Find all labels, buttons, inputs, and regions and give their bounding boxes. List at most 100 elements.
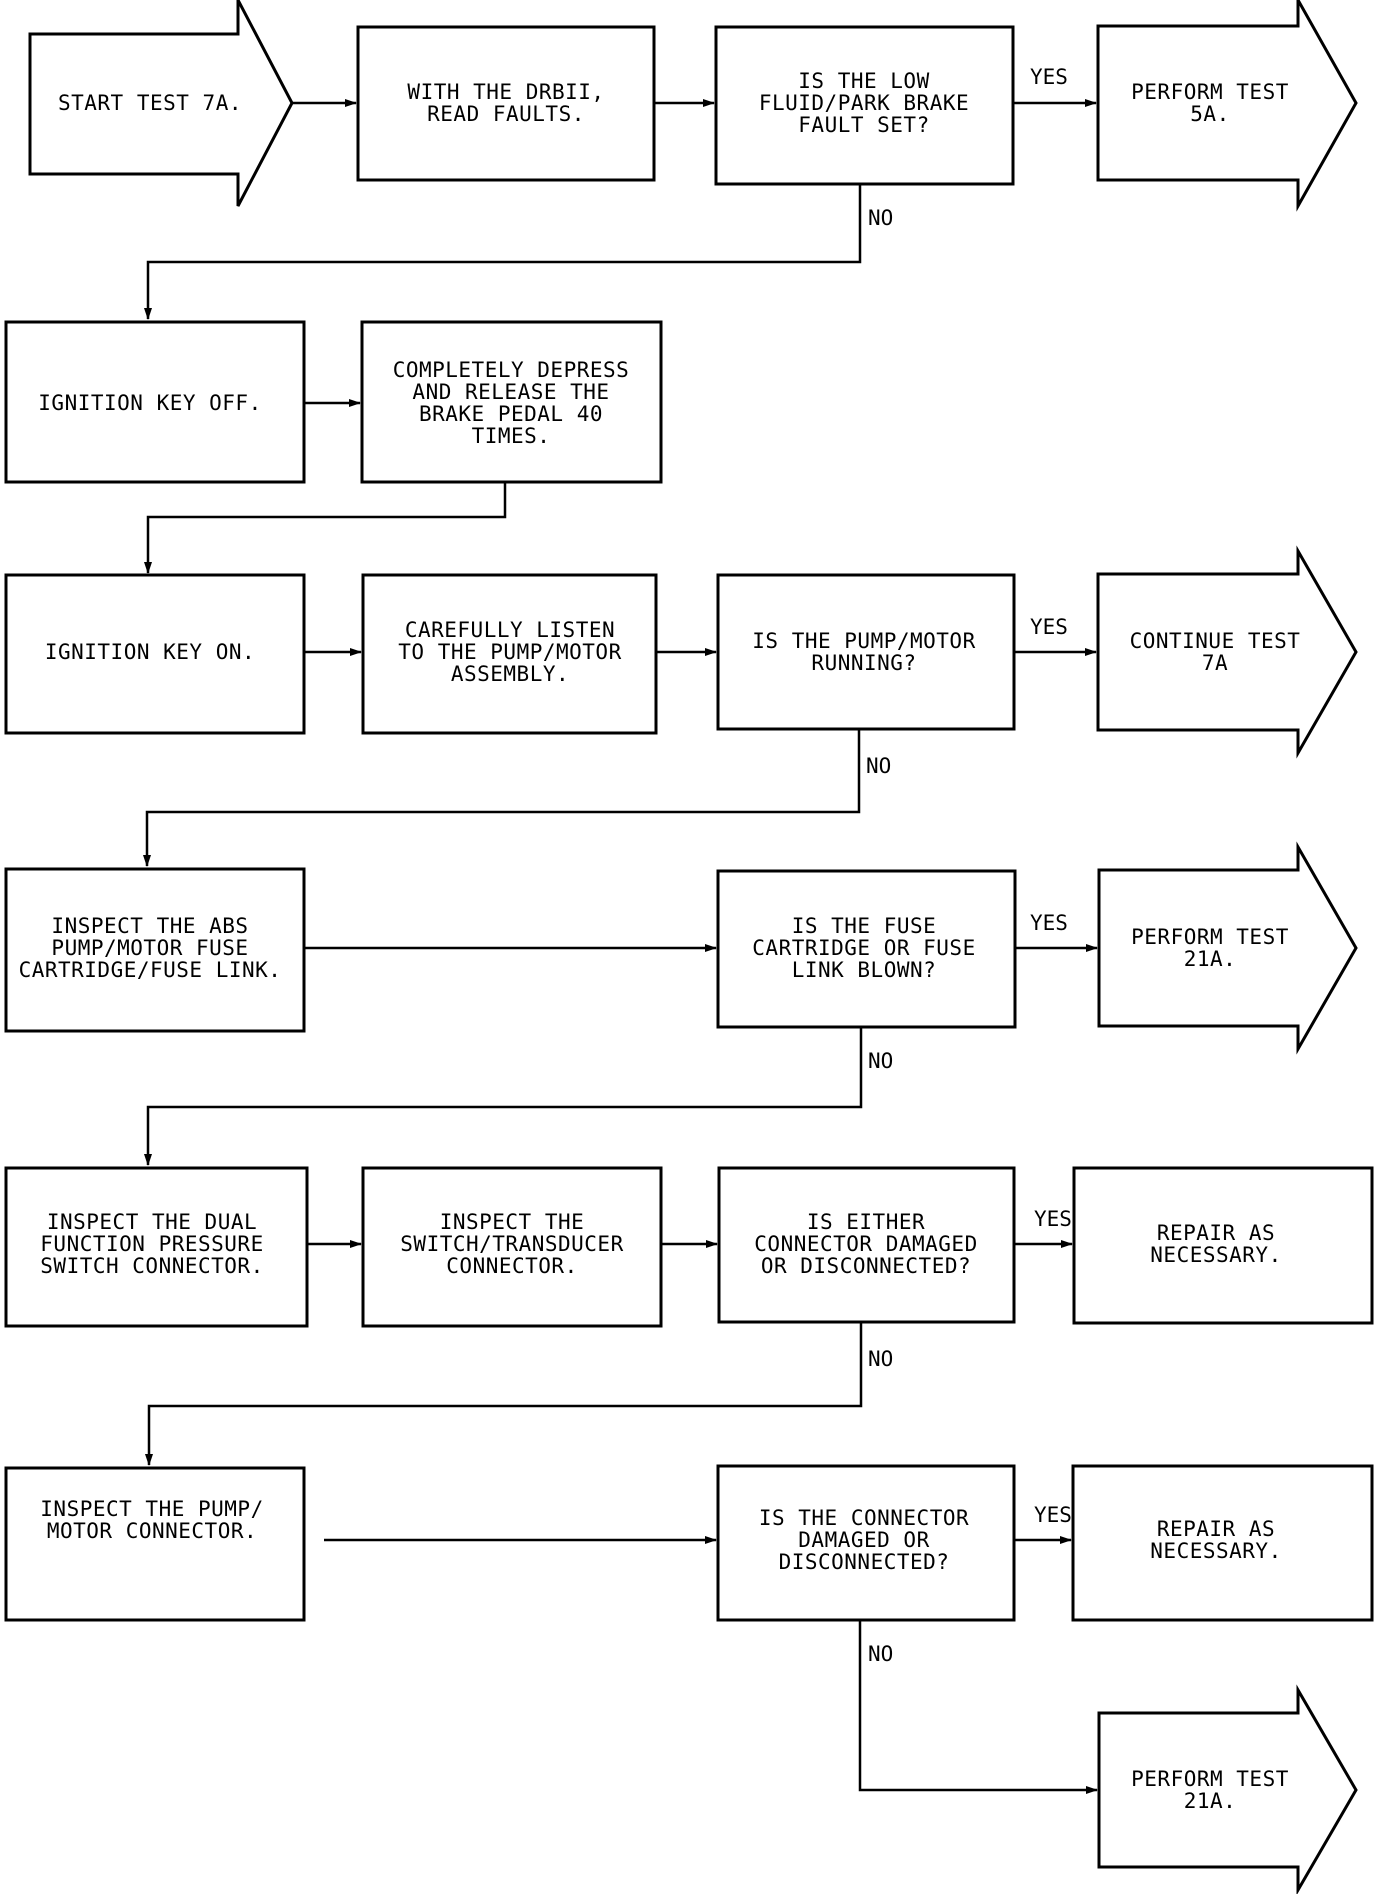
yes-label: YES — [1030, 911, 1068, 935]
node-text-line: IS THE PUMP/MOTOR — [752, 629, 975, 653]
node-text-line: LINK BLOWN? — [792, 958, 937, 982]
node-text-line: READ FAULTS. — [427, 102, 585, 126]
yes-label: YES — [1030, 615, 1068, 639]
inspect-pump-connector-box: INSPECT THE PUMP/MOTOR CONNECTOR. — [4, 1466, 306, 1622]
node-text-line: TIMES. — [472, 424, 551, 448]
arrow-either-no — [145, 1322, 863, 1466]
node-text-line: INSPECT THE DUAL — [47, 1210, 257, 1234]
node-text: IGNITION KEY ON. — [45, 640, 255, 664]
node-text-line: WITH THE DRBII, — [407, 80, 604, 104]
node-text-line: OR DISCONNECTED? — [761, 1254, 971, 1278]
node-text-line: SWITCH/TRANSDUCER — [400, 1232, 623, 1256]
yes-label: YES — [1030, 65, 1068, 89]
arrow-lowfluid-no — [144, 184, 862, 320]
node-text-line: INSPECT THE — [440, 1210, 585, 1234]
no-label: NO — [868, 1642, 893, 1666]
arrow-running-no — [143, 729, 861, 867]
no-label: NO — [868, 1049, 893, 1073]
node-text-line: DISCONNECTED? — [779, 1550, 950, 1574]
node-text-line: ASSEMBLY. — [451, 662, 569, 686]
node-text-line: PUMP/MOTOR FUSE — [51, 936, 248, 960]
node-text-line: RUNNING? — [811, 651, 916, 675]
node-text-line: PERFORM TEST — [1131, 1767, 1289, 1791]
node-text-line: IGNITION KEY ON. — [45, 640, 255, 664]
node-text-line: CONNECTOR. — [446, 1254, 577, 1278]
node-text: IGNITION KEY OFF. — [38, 391, 261, 415]
arrow-depress-to-keyon — [144, 482, 507, 574]
node-text-line: CAREFULLY LISTEN — [405, 618, 615, 642]
node-text-line: 21A. — [1184, 947, 1237, 971]
arrow-damaged-no — [858, 1620, 1098, 1794]
node-text-line: MOTOR CONNECTOR. — [47, 1519, 257, 1543]
node-text-line: FUNCTION PRESSURE — [40, 1232, 263, 1256]
node-text-line: INSPECT THE ABS — [51, 914, 248, 938]
node-text-line: IS THE CONNECTOR — [759, 1506, 969, 1530]
node-text-line: FLUID/PARK BRAKE — [759, 91, 969, 115]
ignition-key-off-box: IGNITION KEY OFF. — [4, 320, 306, 484]
node-text-line: REPAIR AS — [1157, 1221, 1275, 1245]
node-text-line: COMPLETELY DEPRESS — [393, 358, 630, 382]
connectors — [143, 99, 1098, 1794]
node-text-line: TO THE PUMP/MOTOR — [398, 640, 621, 664]
node-text-line: CONNECTOR DAMAGED — [754, 1232, 977, 1256]
ignition-key-on-box: IGNITION KEY ON. — [4, 573, 306, 735]
yes-label: YES — [1034, 1503, 1072, 1527]
node-text-line: AND RELEASE THE — [412, 380, 609, 404]
no-label: NO — [866, 754, 891, 778]
node-text-line: REPAIR AS — [1157, 1517, 1275, 1541]
branch-labels: YES NO YES NO YES NO YES NO YES NO — [866, 65, 1072, 1666]
node-text-line: CARTRIDGE OR FUSE — [752, 936, 975, 960]
node-text-line: IS THE FUSE — [792, 914, 937, 938]
node-text-line: START TEST 7A. — [58, 91, 242, 115]
start-arrow-node: START TEST 7A. — [28, 0, 294, 207]
node-text-line: DAMAGED OR — [798, 1528, 929, 1552]
node-text-line: IGNITION KEY OFF. — [38, 391, 261, 415]
node-text-line: CONTINUE TEST — [1130, 629, 1301, 653]
node-text-line: NECESSARY. — [1150, 1243, 1281, 1267]
arrow-blown-no — [144, 1027, 863, 1166]
node-text-line: PERFORM TEST — [1131, 80, 1289, 104]
node-text-line: 21A. — [1184, 1789, 1237, 1813]
node-text-line: PERFORM TEST — [1131, 925, 1289, 949]
node-text: START TEST 7A. — [58, 91, 242, 115]
node-text-line: NECESSARY. — [1150, 1539, 1281, 1563]
yes-label: YES — [1034, 1207, 1072, 1231]
node-text-line: IS THE LOW — [798, 69, 929, 93]
node-text-line: 7A — [1202, 651, 1228, 675]
node-text: WITH THE DRBII,READ FAULTS. — [407, 80, 604, 126]
node-text-line: INSPECT THE PUMP/ — [40, 1497, 263, 1521]
node-text-line: BRAKE PEDAL 40 — [419, 402, 603, 426]
